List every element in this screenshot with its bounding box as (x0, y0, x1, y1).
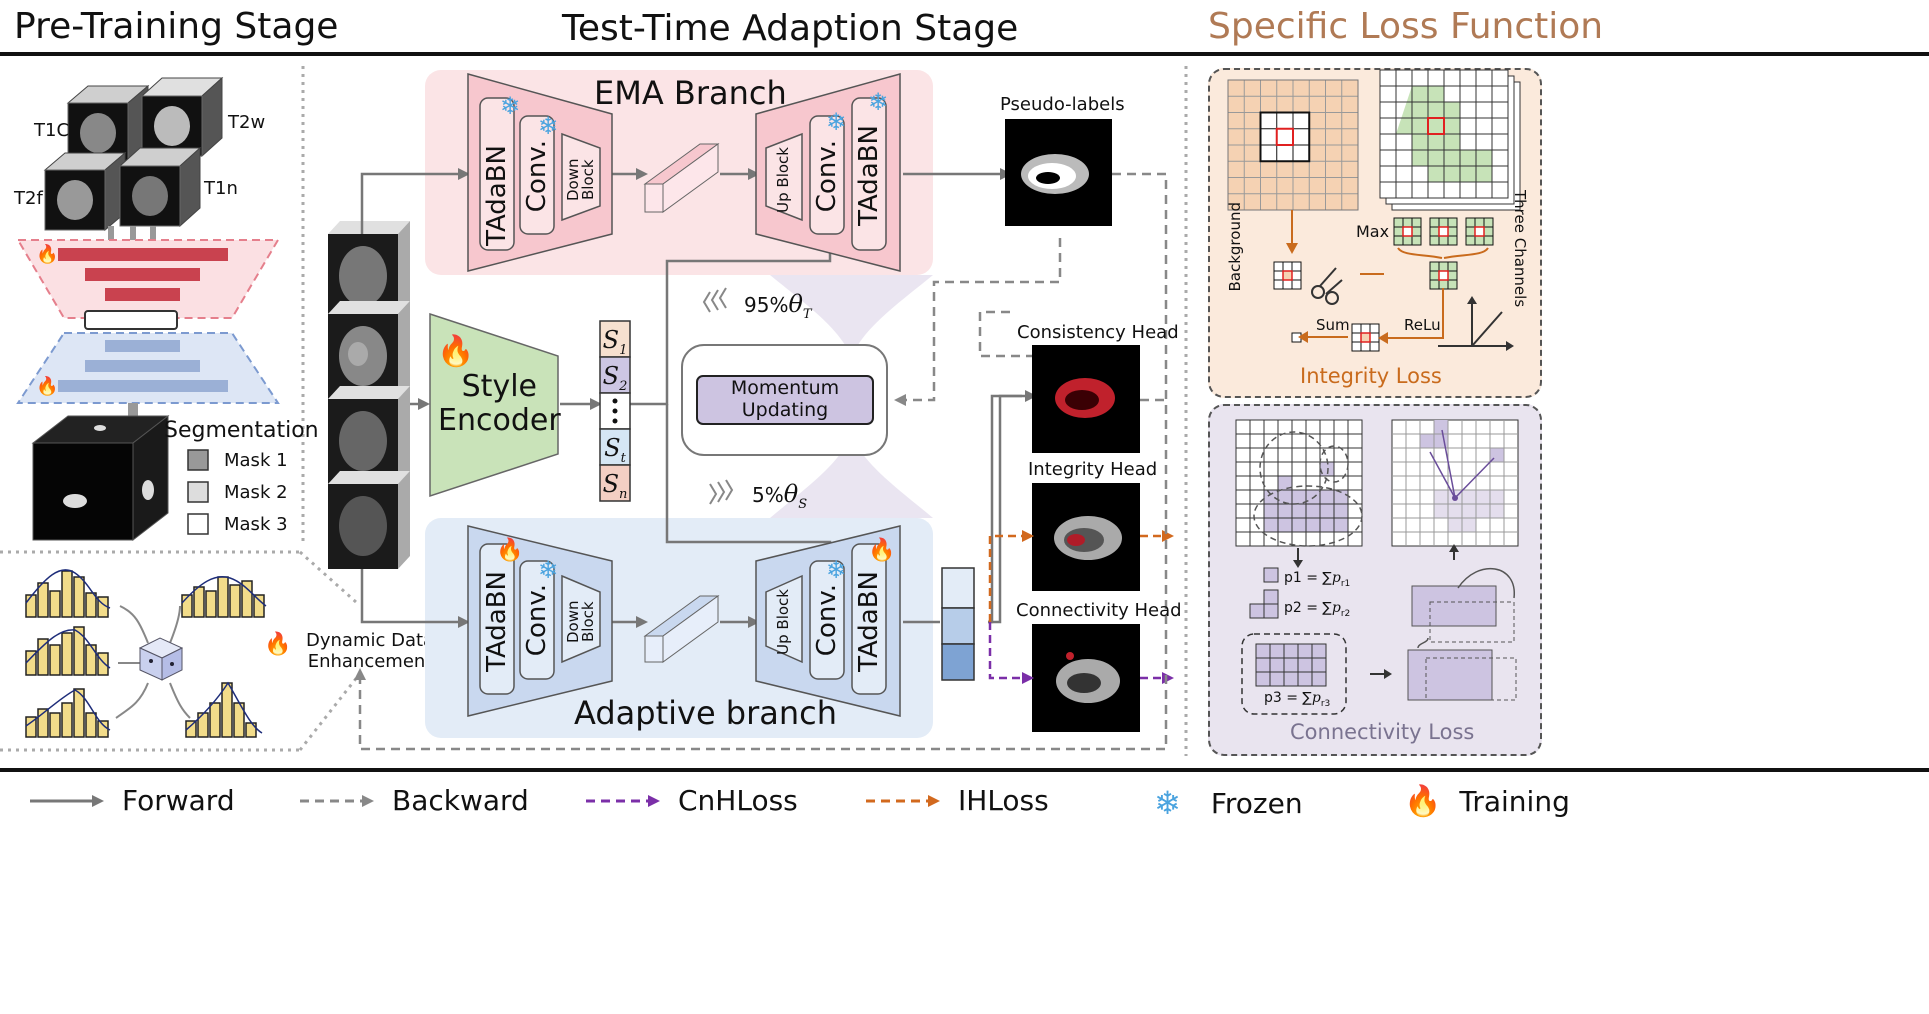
cube-t1c (66, 84, 150, 165)
adaptive-branch-title: Adaptive branch (574, 694, 838, 732)
adaptive-tadabn-enc: TAdaBN (482, 570, 512, 672)
ema-tadabn-block: TAdaBN (482, 144, 512, 246)
connectivity-grid-right (1391, 419, 1519, 547)
max-label: Max (1356, 222, 1390, 241)
connectivity-head-title: Connectivity Head (1016, 600, 1182, 621)
svg-text:🔥: 🔥 (437, 333, 474, 369)
relu-label: ReLu (1404, 316, 1441, 334)
mask-2-label: Mask 2 (224, 482, 288, 503)
consistency-head-title: Consistency Head (1017, 322, 1179, 343)
ema-branch-title: EMA Branch (594, 74, 787, 112)
svg-text:🔥: 🔥 (36, 375, 58, 397)
fire-icon: 🔥 (868, 538, 896, 563)
small-grids (1273, 217, 1494, 352)
tta-diagram: 🔥 (328, 73, 1174, 751)
legend-training: 🔥 Training (1404, 784, 1570, 819)
pseudo-labels-title: Pseudo-labels (1000, 94, 1125, 115)
pretrain-stage-title: Pre-Training Stage (14, 6, 339, 47)
three-channels-label: Three Channels (1511, 190, 1529, 308)
ema-tadabn-dec: TAdaBN (854, 124, 884, 226)
modality-t2f: T2f (14, 188, 43, 209)
segmentation-title: Segmentation (164, 418, 319, 443)
sum-label: Sum (1316, 316, 1350, 334)
integrity-loss-title: Integrity Loss (1300, 364, 1442, 388)
adaptive-down-block: Down Block (564, 600, 597, 644)
frozen-icon: ❄ (868, 88, 889, 116)
frozen-icon: ❄ (538, 556, 559, 584)
integrity-head-title: Integrity Head (1028, 459, 1158, 480)
dde-label: Dynamic Data Enhancement (306, 630, 435, 672)
style-encoder-label: Style Encoder (438, 369, 561, 438)
loss-function-title: Specific Loss Function (1208, 6, 1604, 47)
frozen-icon: ❄ (500, 92, 521, 120)
style-token-s1: S1 (602, 326, 628, 358)
adaptive-tadabn-dec: TAdaBN (854, 570, 884, 672)
frozen-icon: ❄ (1154, 784, 1181, 822)
p1-formula: p1 = ∑pr1 (1284, 570, 1351, 589)
fire-icon: 🔥 (1404, 784, 1442, 819)
fire-icon-dde: 🔥 (264, 632, 292, 657)
p2-formula: p2 = ∑pr2 (1284, 600, 1351, 619)
frozen-icon: ❄ (826, 556, 847, 584)
style-token-st: St (604, 434, 626, 466)
legend-forward: Forward (30, 784, 235, 817)
frozen-icon: ❄ (538, 112, 559, 140)
ema-down-block: Down Block (564, 158, 597, 202)
top-rule (0, 52, 1929, 56)
mask-3-label: Mask 3 (224, 514, 288, 535)
p3-formula: p3 = ∑pr3 (1264, 690, 1331, 709)
background-label: Background (1226, 202, 1244, 292)
legend: Forward Backward CnHLoss IHLoss ❄ Frozen… (30, 784, 1910, 824)
input-images (328, 221, 410, 569)
legend-cnhloss: CnHLoss (586, 784, 798, 817)
histograms (25, 570, 265, 738)
background-grid (1227, 79, 1359, 211)
cube-t1n (118, 146, 202, 228)
legend-frozen: ❄ Frozen (1154, 784, 1303, 822)
theta-t-label: 95%θT (744, 290, 812, 322)
modality-t1n: T1n (204, 178, 238, 199)
scissors-icon (1311, 267, 1343, 305)
pretrain-area: 🔥 🔥 (16, 76, 280, 738)
modality-t2w: T2w (228, 112, 266, 133)
theta-s-label: 5%θS (752, 480, 808, 512)
svg-text:🔥: 🔥 (36, 243, 58, 265)
adaptive-up-block: Up Block (773, 589, 792, 655)
cube-t2f (43, 151, 127, 232)
momentum-updating-label: Momentum Updating (730, 377, 840, 421)
tta-stage-title: Test-Time Adaption Stage (562, 8, 1019, 49)
mask-1-label: Mask 1 (224, 450, 288, 471)
legend-ihloss: IHLoss (866, 784, 1049, 817)
loss-diagrams (1227, 69, 1521, 715)
style-token-sn: Sn (602, 470, 628, 502)
style-token-s2: S2 (602, 362, 628, 394)
separators (0, 66, 1188, 756)
fire-icon: 🔥 (496, 538, 524, 563)
modality-t1c: T1C (34, 120, 70, 141)
bottom-rule (0, 768, 1929, 772)
three-channel-grid (1379, 69, 1521, 211)
legend-backward: Backward (300, 784, 529, 817)
ema-up-block: Up Block (773, 147, 792, 213)
dice-icon (138, 637, 184, 681)
frozen-icon: ❄ (826, 108, 847, 136)
connectivity-loss-title: Connectivity Loss (1290, 720, 1475, 744)
cube-t2w (140, 76, 224, 158)
connectivity-grid-left (1235, 419, 1363, 547)
